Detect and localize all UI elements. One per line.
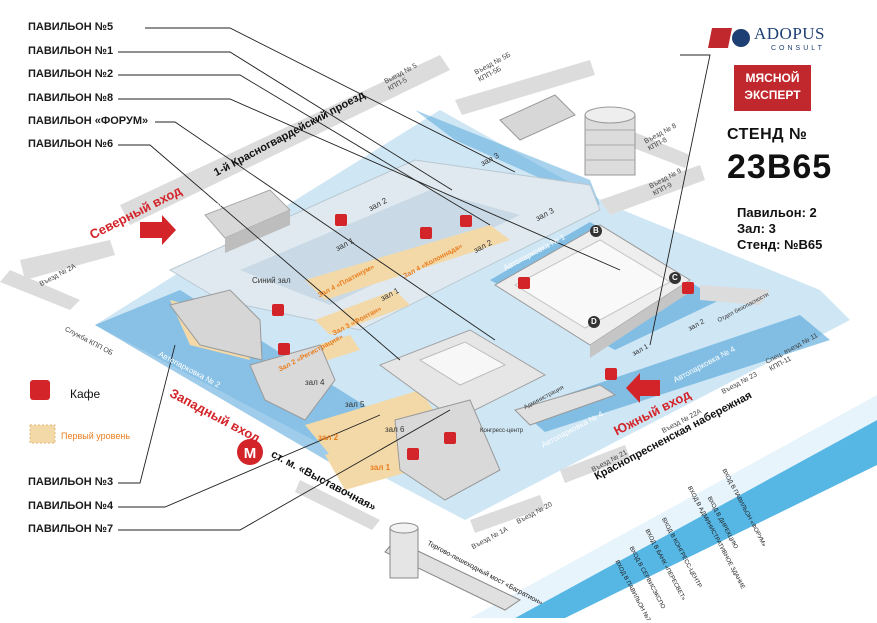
adopus-logo-text: ADOPUS: [754, 24, 826, 43]
pavilion-5-side: [225, 210, 290, 253]
hall-3-area: [240, 190, 520, 305]
label-pavilion-7: ПАВИЛЬОН №7: [28, 523, 114, 535]
meat-expert-line2: ЭКСПЕРТ: [744, 88, 801, 102]
svg-text:M: M: [244, 445, 257, 462]
dome-markers: [588, 225, 681, 328]
parking-lot-4: [520, 315, 830, 432]
label-pavilion-6: ПАВИЛЬОН №6: [28, 138, 114, 150]
stand-number: 23B65: [727, 148, 833, 186]
administration-building: [514, 384, 617, 426]
pavilion-6: [169, 289, 263, 361]
metro-icon: M: [237, 439, 263, 465]
pavilion-7: [394, 399, 501, 501]
label-pavilion-5: ПАВИЛЬОН №5: [28, 21, 114, 33]
meat-expert-line1: МЯСНОЙ: [745, 71, 800, 85]
pavilion-dome-roof: [513, 239, 672, 329]
blue-hall: Синий зал: [252, 276, 291, 285]
adopus-logo-mark: [708, 28, 750, 48]
hall-2-bottom: зал 2: [318, 433, 339, 442]
stand-hall: Зал: 3: [737, 221, 776, 236]
cafe-icons: [272, 214, 694, 460]
river-embankment: [470, 395, 877, 618]
dome-marker-b: B: [593, 226, 599, 235]
label-pavilion-3: ПАВИЛЬОН №3: [28, 476, 114, 488]
legend-cafe-icon: [30, 380, 50, 400]
hall-6: зал 6: [385, 425, 405, 434]
bridge: [384, 522, 522, 611]
label-pavilion-8: ПАВИЛЬОН №8: [28, 92, 114, 104]
adopus-logo-subtext: CONSULT: [771, 45, 825, 52]
entrance-arrows: [140, 215, 660, 403]
pavilion-4: [249, 344, 336, 421]
tower-building: [584, 106, 636, 176]
stand-pavilion: Павильон: 2: [737, 205, 817, 220]
label-pavilion-1: ПАВИЛЬОН №1: [28, 45, 114, 57]
congress-center-label: Конгресс-центр: [480, 428, 524, 434]
forum-roof: [418, 341, 507, 386]
legend-first-level-label: Первый уровень: [61, 431, 131, 441]
pavilion-dome-side: [590, 280, 690, 358]
label-pavilion-forum: ПАВИЛЬОН «ФОРУМ»: [28, 115, 149, 127]
stand-label: СТЕНД №: [727, 126, 808, 143]
dome-marker-c: C: [672, 273, 678, 282]
side-building-north: [499, 94, 576, 141]
meat-expert-logo: МЯСНОЙ ЭКСПЕРТ: [734, 65, 811, 111]
label-pavilion-2: ПАВИЛЬОН №2: [28, 68, 114, 80]
legend-first-level-swatch: [29, 424, 56, 444]
hall-4: зал 4: [305, 378, 325, 387]
label-pavilion-4: ПАВИЛЬОН №4: [28, 500, 114, 512]
hall-1-bottom: зал 1: [370, 463, 391, 472]
pointer-lines: [118, 27, 711, 531]
dome-marker-d: D: [591, 317, 597, 326]
legend-cafe-label: Кафе: [70, 387, 101, 401]
stand-number-detail: Стенд: №B65: [737, 237, 823, 252]
hall-5: зал 5: [345, 400, 365, 409]
